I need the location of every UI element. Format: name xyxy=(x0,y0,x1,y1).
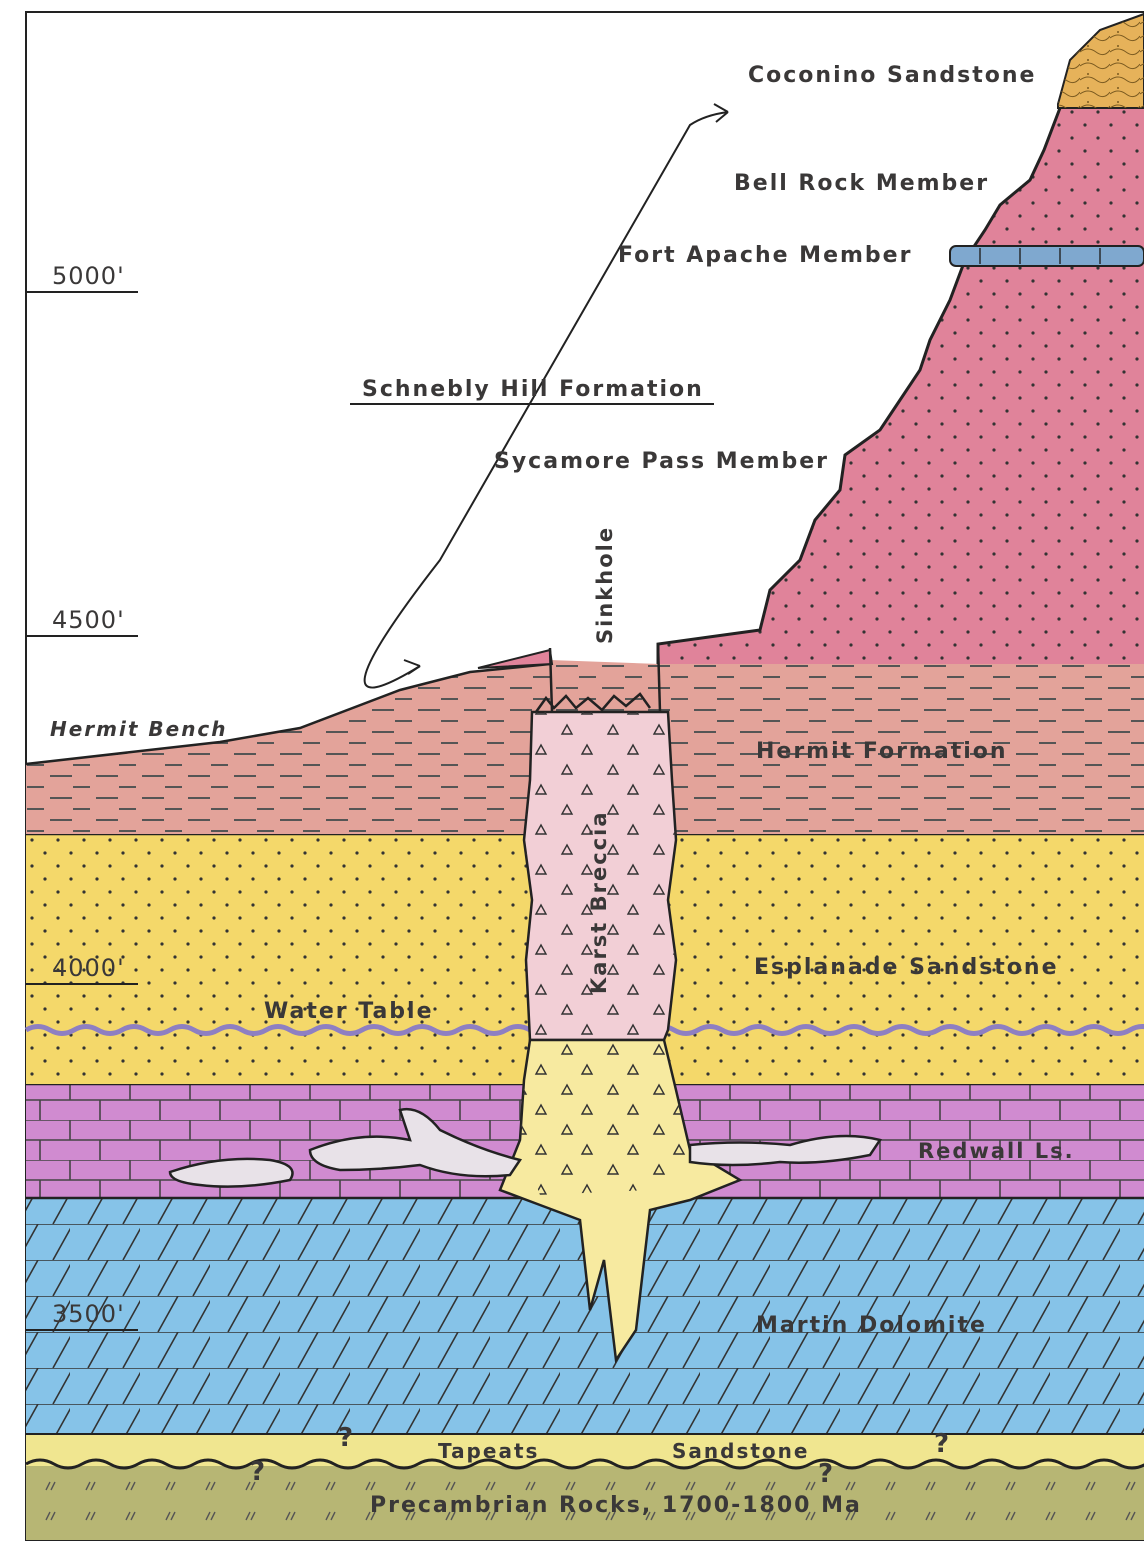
fort-apache-band xyxy=(950,246,1144,266)
label-schnebly: Schnebly Hill Formation xyxy=(362,377,704,402)
elevation-5000: 5000' xyxy=(52,262,125,290)
elevation-4000: 4000' xyxy=(52,954,125,982)
label-martin: Martin Dolomite xyxy=(756,1313,987,1338)
label-tapeats: Tapeats xyxy=(438,1439,539,1463)
label-precambrian: Precambrian Rocks, 1700-1800 Ma xyxy=(370,1493,862,1518)
question-mark-2: ? xyxy=(250,1457,267,1487)
label-karst-breccia: Karst Breccia xyxy=(587,810,611,994)
tapeats-layer xyxy=(26,1432,1144,1468)
label-water-table: Water Table xyxy=(264,999,434,1024)
elevation-3500: 3500' xyxy=(52,1300,125,1328)
label-sycamore: Sycamore Pass Member xyxy=(494,449,829,474)
label-bell-rock: Bell Rock Member xyxy=(734,171,989,196)
label-tapeats-sandstone: Sandstone xyxy=(672,1439,809,1463)
question-mark-1: ? xyxy=(338,1423,355,1453)
question-mark-4: ? xyxy=(934,1429,951,1459)
label-hermit-bench: Hermit Bench xyxy=(50,717,228,741)
label-esplanade: Esplanade Sandstone xyxy=(754,955,1059,980)
elevation-4500: 4500' xyxy=(52,606,125,634)
label-coconino: Coconino Sandstone xyxy=(748,63,1036,88)
label-sinkhole: Sinkhole xyxy=(593,526,617,644)
question-mark-3: ? xyxy=(818,1459,835,1489)
label-redwall: Redwall Ls. xyxy=(918,1139,1075,1163)
label-fort-apache: Fort Apache Member xyxy=(618,243,912,268)
label-hermit-formation: Hermit Formation xyxy=(756,739,1008,764)
